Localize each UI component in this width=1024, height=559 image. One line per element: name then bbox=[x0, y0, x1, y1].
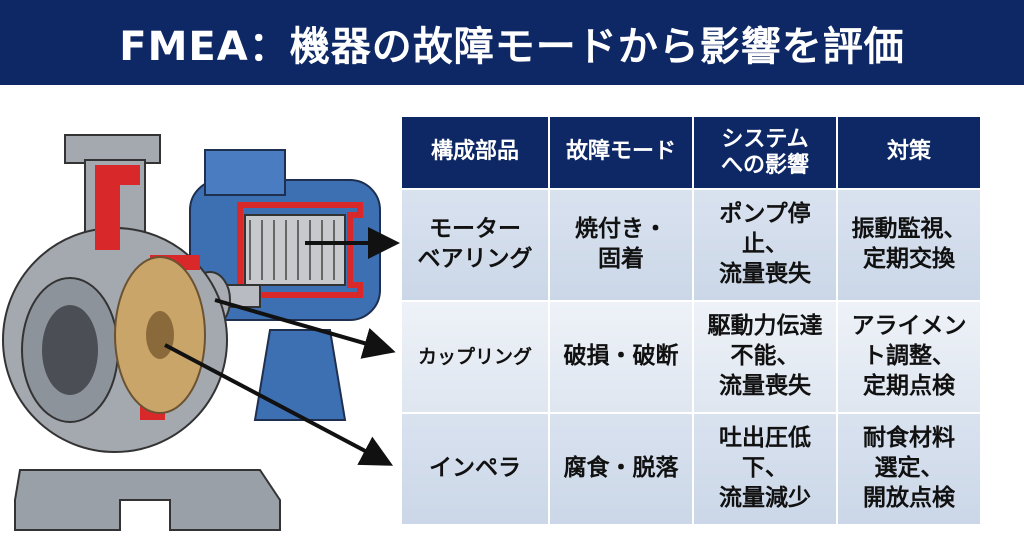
header-system-effect: システム への影響 bbox=[692, 115, 838, 190]
cell-effect: ポンプ停止、 流量喪失 bbox=[692, 188, 838, 302]
cell-countermeasure: 振動監視、 定期交換 bbox=[836, 188, 982, 302]
header-failure-mode: 故障モード bbox=[548, 115, 694, 190]
title-bar: FMEA：機器の故障モードから影響を評価 bbox=[0, 0, 1024, 85]
table-header-row: 構成部品 故障モード システム への影響 対策 bbox=[400, 115, 982, 190]
table-row: モーター ベアリング 焼付き・ 固着 ポンプ停止、 流量喪失 振動監視、 定期交… bbox=[400, 188, 982, 302]
cell-effect: 駆動力伝達 不能、 流量喪失 bbox=[692, 300, 838, 414]
pump-base bbox=[14, 329, 347, 531]
cell-component: インペラ bbox=[400, 412, 550, 526]
cell-component: モーター ベアリング bbox=[400, 188, 550, 302]
cell-failure-mode: 破損・破断 bbox=[548, 300, 694, 414]
impeller-hub bbox=[146, 311, 174, 359]
page-title: FMEA：機器の故障モードから影響を評価 bbox=[119, 23, 905, 70]
fmea-table: 構成部品 故障モード システム への影響 対策 モーター ベアリング 焼付き・ … bbox=[400, 115, 982, 526]
table-row: インペラ 腐食・脱落 吐出圧低下、 流量減少 耐食材料 選定、 開放点検 bbox=[400, 412, 982, 526]
cell-failure-mode: 焼付き・ 固着 bbox=[548, 188, 694, 302]
arrow-coupling bbox=[214, 298, 396, 359]
table-row: カップリング 破損・破断 駆動力伝達 不能、 流量喪失 アライメン ト調整、 定… bbox=[400, 300, 982, 414]
header-countermeasure: 対策 bbox=[836, 115, 982, 190]
cell-failure-mode: 腐食・脱落 bbox=[548, 412, 694, 526]
header-component: 構成部品 bbox=[400, 115, 550, 190]
cell-countermeasure: 耐食材料 選定、 開放点検 bbox=[836, 412, 982, 526]
arrow-impeller bbox=[164, 343, 394, 466]
cell-effect: 吐出圧低下、 流量減少 bbox=[692, 412, 838, 526]
cell-countermeasure: アライメン ト調整、 定期点検 bbox=[836, 300, 982, 414]
cell-component: カップリング bbox=[400, 300, 550, 414]
pump-cutaway-illustration bbox=[2, 134, 400, 531]
